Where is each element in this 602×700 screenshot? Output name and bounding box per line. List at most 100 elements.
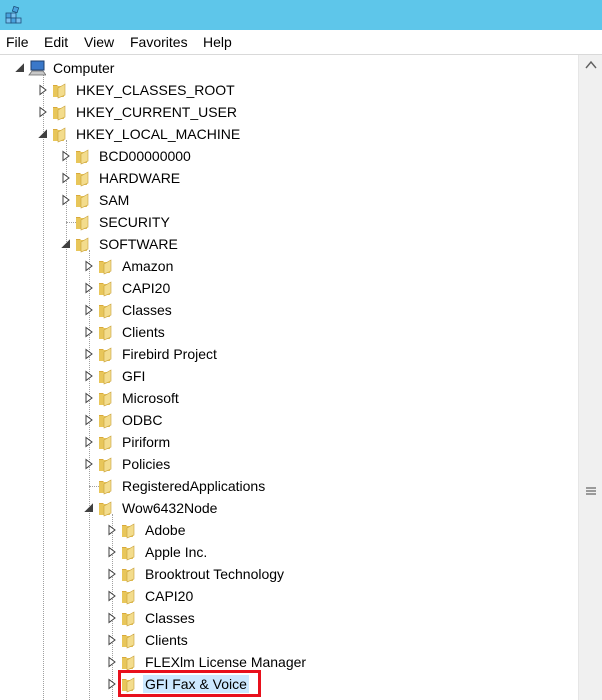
tree-node-label[interactable]: SAM — [99, 192, 130, 208]
expand-arrow-icon[interactable] — [83, 458, 95, 470]
expand-arrow-icon[interactable] — [106, 634, 118, 646]
expand-arrow-icon[interactable] — [106, 678, 118, 690]
tree-node[interactable]: CAPI20 — [0, 585, 578, 607]
expand-arrow-icon[interactable] — [83, 326, 95, 338]
tree-node-label[interactable]: SECURITY — [99, 214, 170, 230]
collapse-arrow-icon[interactable] — [14, 62, 26, 74]
collapse-arrow-icon[interactable] — [60, 238, 72, 250]
expand-arrow-icon[interactable] — [60, 150, 72, 162]
tree-node[interactable]: CAPI20 — [0, 277, 578, 299]
tree-node[interactable]: Clients — [0, 629, 578, 651]
tree-node-label[interactable]: SOFTWARE — [99, 236, 178, 252]
tree-node-label[interactable]: CAPI20 — [145, 588, 194, 604]
tree-node[interactable]: HKEY_CLASSES_ROOT — [0, 79, 578, 101]
tree-node-label[interactable]: Wow6432Node — [122, 500, 218, 516]
tree-node[interactable]: RegisteredApplications — [0, 475, 578, 497]
tree-node-label[interactable]: Classes — [122, 302, 172, 318]
tree-node-label[interactable]: ODBC — [122, 412, 163, 428]
expand-arrow-icon[interactable] — [83, 348, 95, 360]
tree-node[interactable]: Wow6432Node — [0, 497, 578, 519]
scroll-thumb-grip-icon[interactable] — [585, 486, 597, 496]
menu-view[interactable]: View — [84, 34, 115, 50]
expand-arrow-icon[interactable] — [83, 370, 95, 382]
tree-node[interactable]: ODBC — [0, 409, 578, 431]
tree-node-label[interactable]: Firebird Project — [122, 346, 217, 362]
folder-icon — [122, 677, 135, 693]
tree-node-label[interactable]: GFI Fax & Voice — [143, 675, 249, 693]
expand-arrow-icon[interactable] — [106, 612, 118, 624]
folder-icon — [122, 633, 135, 649]
tree-node-label[interactable]: Apple Inc. — [145, 544, 208, 560]
tree-node[interactable]: Apple Inc. — [0, 541, 578, 563]
menu-edit[interactable]: Edit — [44, 34, 69, 50]
tree-node-label[interactable]: Clients — [122, 324, 165, 340]
expand-arrow-icon[interactable] — [83, 414, 95, 426]
tree-node-label[interactable]: Amazon — [122, 258, 174, 274]
tree-node[interactable]: Clients — [0, 321, 578, 343]
tree-node-label[interactable]: Clients — [145, 632, 188, 648]
tree-node-label[interactable]: Adobe — [145, 522, 186, 538]
tree-node-label[interactable]: Brooktrout Technology — [145, 566, 285, 582]
collapse-arrow-icon[interactable] — [37, 128, 49, 140]
tree-node-label[interactable]: Policies — [122, 456, 171, 472]
tree-node[interactable]: Classes — [0, 607, 578, 629]
vertical-scrollbar[interactable] — [578, 55, 602, 700]
expand-arrow-icon[interactable] — [60, 194, 72, 206]
tree-node-label[interactable]: Classes — [145, 610, 195, 626]
tree-node-label[interactable]: Microsoft — [122, 390, 179, 406]
tree-node[interactable]: FLEXlm License Manager — [0, 651, 578, 673]
tree-node[interactable]: SAM — [0, 189, 578, 211]
expand-arrow-icon[interactable] — [60, 172, 72, 184]
tree-node-label[interactable]: HARDWARE — [99, 170, 181, 186]
menu-file[interactable]: File — [6, 34, 29, 50]
tree-node-label[interactable]: RegisteredApplications — [122, 478, 266, 494]
expand-arrow-icon[interactable] — [83, 304, 95, 316]
tree-node[interactable]: Policies — [0, 453, 578, 475]
tree-node-label[interactable]: BCD00000000 — [99, 148, 191, 164]
tree-node[interactable]: Amazon — [0, 255, 578, 277]
expand-arrow-icon[interactable] — [83, 260, 95, 272]
tree-node[interactable]: GFI Fax & Voice — [0, 673, 578, 695]
tree-node-label[interactable]: Computer — [53, 60, 115, 76]
expand-arrow-icon[interactable] — [106, 524, 118, 536]
tree-node[interactable]: Microsoft — [0, 387, 578, 409]
tree-node-label[interactable]: FLEXlm License Manager — [145, 654, 307, 670]
expand-arrow-icon[interactable] — [106, 590, 118, 602]
tree-node[interactable]: Brooktrout Technology — [0, 563, 578, 585]
tree-node-label[interactable]: Piriform — [122, 434, 171, 450]
tree-node[interactable]: HKEY_CURRENT_USER — [0, 101, 578, 123]
folder-icon — [76, 149, 89, 165]
tree-node[interactable]: HARDWARE — [0, 167, 578, 189]
tree-node[interactable]: HKEY_LOCAL_MACHINE — [0, 123, 578, 145]
expand-arrow-icon[interactable] — [37, 106, 49, 118]
scroll-up-arrow-icon[interactable] — [583, 57, 599, 73]
expand-arrow-icon[interactable] — [106, 568, 118, 580]
tree-node[interactable]: Classes — [0, 299, 578, 321]
tree-node[interactable]: Firebird Project — [0, 343, 578, 365]
tree-node[interactable]: BCD00000000 — [0, 145, 578, 167]
menu-help[interactable]: Help — [203, 34, 232, 50]
expand-arrow-icon[interactable] — [83, 282, 95, 294]
title-bar[interactable] — [0, 0, 602, 30]
tree-node[interactable]: GFI — [0, 365, 578, 387]
expand-arrow-icon[interactable] — [106, 656, 118, 668]
tree-node[interactable]: Piriform — [0, 431, 578, 453]
collapse-arrow-icon[interactable] — [83, 502, 95, 514]
menu-favorites[interactable]: Favorites — [130, 34, 188, 50]
expand-arrow-icon[interactable] — [83, 392, 95, 404]
tree-connector-line — [66, 222, 76, 223]
expand-arrow-icon[interactable] — [83, 436, 95, 448]
tree-node[interactable]: SOFTWARE — [0, 233, 578, 255]
tree-node[interactable]: Computer — [0, 57, 578, 79]
tree-node-label[interactable]: HKEY_CURRENT_USER — [76, 104, 238, 120]
tree-node-label[interactable]: HKEY_LOCAL_MACHINE — [76, 126, 241, 142]
tree-node[interactable]: SECURITY — [0, 211, 578, 233]
expand-arrow-icon[interactable] — [106, 546, 118, 558]
folder-icon — [122, 655, 135, 671]
expand-arrow-icon[interactable] — [37, 84, 49, 96]
tree-node[interactable]: Adobe — [0, 519, 578, 541]
tree-node-label[interactable]: GFI — [122, 368, 146, 384]
tree-node-label[interactable]: CAPI20 — [122, 280, 171, 296]
tree-node-label[interactable]: HKEY_CLASSES_ROOT — [76, 82, 235, 98]
